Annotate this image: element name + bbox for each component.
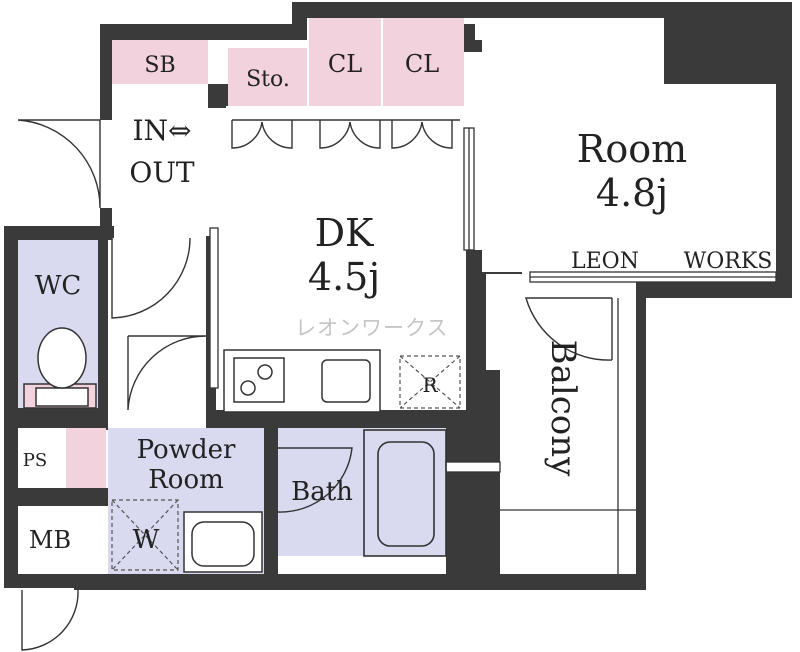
closet-1-label: CL [328,50,362,78]
kitchen-counter [223,349,381,413]
hall-door [111,237,191,319]
dk-size: 4.5j [308,255,380,299]
floors [18,18,776,574]
wash-basin [183,511,263,573]
logo-leon: LEON [571,249,639,274]
entrance-label: IN⇔ [132,114,191,147]
bathtub [363,429,447,557]
balcony-lines [500,298,636,574]
dk-label: DK [315,211,374,255]
washer-label: W [133,525,160,555]
logo-works: WORKS [684,249,773,274]
mb-door [21,589,79,651]
entrance-label-line2: OUT [129,156,195,189]
entrance-floor [112,84,208,208]
ps-label: PS [23,450,47,471]
walls [4,2,792,590]
wc-door [127,335,207,411]
shoe-box-label: SB [144,53,175,78]
closet-door-swings [231,119,460,149]
mb-label: MB [29,526,71,554]
room-floor-right [664,84,776,282]
ps-floor [18,428,52,488]
closet-2-zone [382,18,464,106]
balcony-floor [500,298,636,574]
closet-1-zone [308,18,382,106]
mb-floor [18,506,80,574]
bath-label: Bath [291,477,353,507]
balcony-label: Balcony [543,340,583,478]
refrigerator-label: R [422,373,438,397]
bath-door [277,447,353,513]
refrigerator-space [399,355,461,409]
shoe-box-zone [112,40,208,84]
powder-room-label-line2: Room [148,465,224,495]
toilet [23,327,97,409]
hall-floor [112,238,206,410]
room-floor [482,18,664,272]
entrance-door [17,119,101,209]
washer-space [111,499,179,571]
bath-zone [278,428,446,556]
storage-zone [228,48,308,106]
room-label: Room [577,127,687,171]
closet-2-label: CL [405,50,439,78]
powder-room-label: Powder [137,435,236,465]
storage-label: Sto. [246,67,290,92]
wc-label: WC [35,271,82,301]
room-size: 4.8j [596,171,668,215]
balcony-door [525,297,613,361]
pink-panel [66,428,106,488]
windows [209,127,777,473]
doors [17,119,613,651]
